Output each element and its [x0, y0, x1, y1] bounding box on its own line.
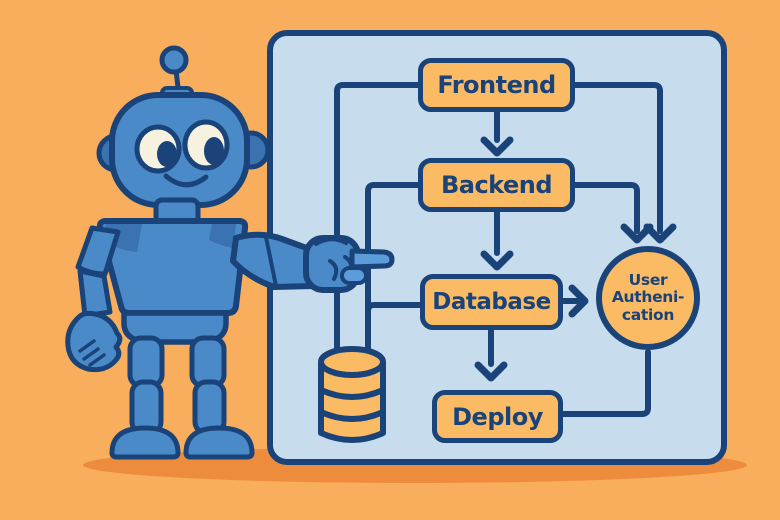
arrowhead-database-auth — [568, 284, 589, 318]
arrowhead-frontend-backend — [480, 136, 514, 157]
cylinder-top — [318, 346, 386, 378]
arm-right-elbow-line — [264, 235, 278, 288]
node-backend: Backend — [418, 158, 575, 212]
edge-deploy-auth — [558, 349, 651, 417]
leg-left-shin — [129, 379, 164, 436]
node-user-auth-line1: User — [628, 271, 668, 290]
node-frontend-label: Frontend — [437, 71, 556, 99]
cylinder-body — [318, 359, 386, 443]
pointing-finger — [349, 248, 395, 270]
node-user-authentication: User Autheni- cation — [596, 246, 700, 350]
node-user-auth-line3: cation — [621, 305, 675, 324]
curled-finger — [340, 266, 368, 285]
node-deploy-label: Deploy — [452, 402, 543, 431]
cylinder-band-upper — [318, 387, 386, 400]
leg-right-shin — [192, 379, 227, 436]
node-frontend: Frontend — [418, 58, 575, 112]
arrowhead-backend-database — [480, 250, 514, 271]
arm-left-forearm — [77, 268, 113, 319]
edge-frontend-datastore — [334, 82, 423, 354]
foot-right — [183, 425, 255, 460]
edge-backend-auth — [570, 182, 640, 234]
node-user-auth-line2: Autheni- — [611, 288, 685, 307]
mouth-smile — [163, 173, 209, 188]
robot-pointing-icon — [65, 45, 395, 460]
node-deploy: Deploy — [432, 390, 563, 443]
torso-shade-right — [209, 224, 236, 248]
connector-lines — [334, 82, 677, 417]
edge-datastore-database — [365, 302, 423, 314]
pupil-left — [157, 141, 177, 167]
hand-left-fingers — [78, 339, 106, 367]
leg-left-thigh — [127, 335, 165, 389]
node-backend-label: Backend — [440, 171, 553, 199]
node-database-label: Database — [432, 289, 551, 315]
leg-right-thigh — [189, 335, 227, 389]
fist-thumb-line — [314, 237, 348, 246]
arrowhead-database-deploy — [474, 361, 508, 382]
cylinder-band-lower — [318, 409, 386, 422]
edge-backend-left-down — [365, 182, 423, 354]
pupil-right — [204, 137, 224, 165]
arrowhead-backend-auth — [620, 223, 654, 244]
edge-frontend-auth — [570, 82, 663, 234]
node-database: Database — [420, 274, 563, 330]
antenna-ball — [159, 45, 189, 75]
arrowhead-frontend-auth — [643, 223, 677, 244]
foot-left — [109, 425, 181, 460]
database-cylinder-icon — [318, 346, 386, 443]
